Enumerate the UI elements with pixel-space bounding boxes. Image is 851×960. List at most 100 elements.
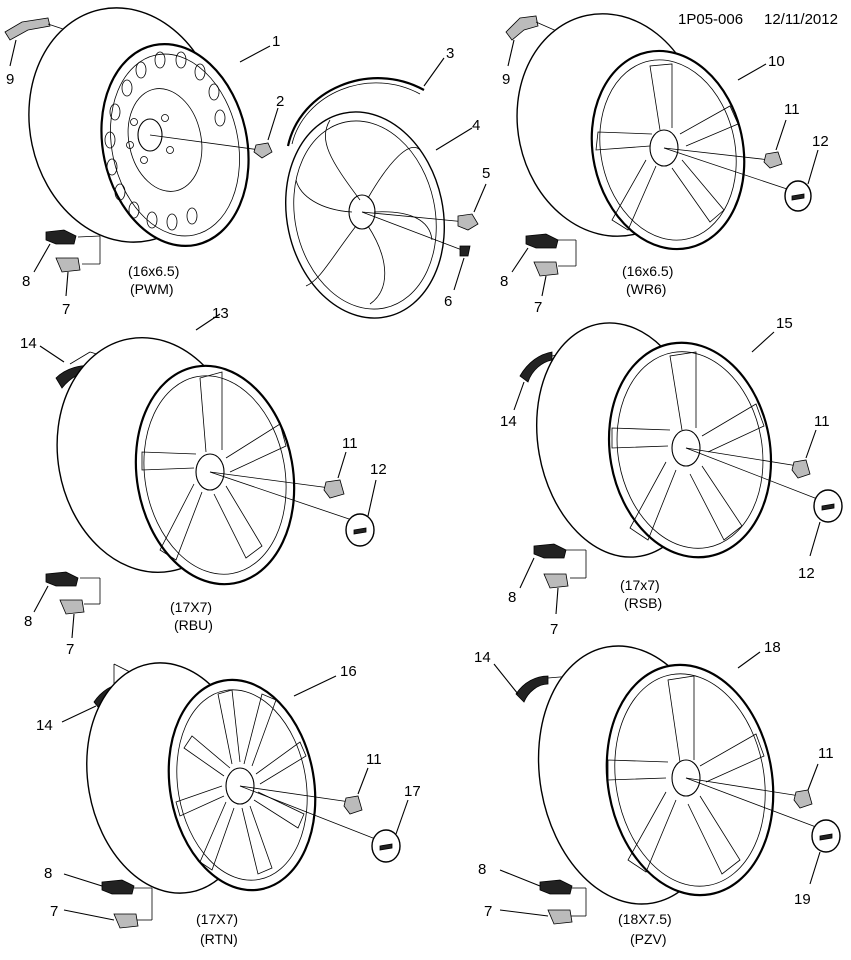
document-id: 1P05-006 [678,11,743,28]
wheel-captions: (16x6.5) (PWM) (16x6.5) (WR6) (17X7) (RB… [128,263,673,947]
weight-part-14-d [515,675,549,703]
callout-15: 15 [776,315,793,332]
callout-7-d: 7 [550,621,558,638]
callout-6: 6 [444,293,452,310]
callout-8-a: 8 [22,273,30,290]
valve-stem-part-7-b [533,261,559,277]
wheel-10-hub [649,129,679,167]
callout-12-a: 12 [812,133,829,150]
tpms-sensor-part-8 [45,229,77,245]
valve-stem-part-7-c [59,599,85,615]
lug-nut-part-5 [457,213,479,231]
wheel-13-spokes [141,371,287,561]
alloy-wheel-rbu-assembly [33,313,377,639]
trim-ring-part-3 [286,77,425,147]
callout-8-d: 8 [508,589,516,606]
callout-11-a: 11 [784,101,800,118]
wheel-15-hub [671,429,701,467]
callout-1: 1 [272,33,280,50]
lug-nut-part-11-c [791,459,811,479]
wheel-16-hub [225,767,255,805]
wheel-18-hub [671,759,701,797]
wheel-cover-assembly [284,57,487,319]
callout-7-e: 7 [50,903,58,920]
callout-8-c: 8 [24,613,32,630]
lug-nut-part-11-b [323,479,345,499]
caption-size-rbu: (17X7) [170,599,212,615]
callout-4: 4 [472,117,480,134]
valve-stem-part-7 [55,257,81,273]
alloy-wheel-wr6-assembly [505,13,819,297]
callout-14-c: 14 [36,717,53,734]
caption-size-wr6: (16x6.5) [622,263,673,279]
callout-9-b: 9 [502,71,510,88]
caption-code-rtn: (RTN) [200,931,238,947]
callout-14-b: 14 [500,413,517,430]
clip-part-6 [459,245,471,257]
callout-19: 19 [794,891,811,908]
valve-stem-part-9-b [505,15,539,41]
callout-13: 13 [212,305,229,322]
callout-11-b: 11 [342,435,358,452]
callout-7-b: 7 [534,299,542,316]
callout-8-e: 8 [44,865,52,882]
alloy-wheel-rtn-assembly [61,662,409,929]
lug-nut-part-11-e [793,789,813,809]
wheel-cover-center [348,194,376,230]
wheel-18-spokes [607,675,765,875]
alloy-wheel-rsb-assembly [513,322,843,615]
wheel-1-vent-holes [104,51,226,231]
callout-7-a: 7 [62,301,70,318]
caption-size-rtn: (17X7) [196,911,238,927]
tpms-sensor-part-8-e [101,879,135,895]
document-date: 12/11/2012 [764,11,838,28]
wheel-13-hub [195,453,225,491]
callout-11-c: 11 [814,413,830,430]
caption-size-pzv: (18X7.5) [618,911,672,927]
callout-14-d: 14 [474,649,491,666]
wheel-10-spokes [595,63,739,231]
valve-stem-part-7-d [543,573,569,589]
callout-labels: 1 2 3 4 5 6 9 8 7 9 10 11 12 8 7 13 14 1… [6,33,834,920]
callout-14-a: 14 [20,335,37,352]
callout-7-f: 7 [484,903,492,920]
tpms-sensor-part-8-d [533,543,567,559]
callout-16: 16 [340,663,357,680]
callout-11-d: 11 [366,751,382,768]
tpms-sensor-part-8-b [525,233,559,249]
wheel-16-spokes [175,689,307,875]
valve-stem-part-7-e [113,913,139,929]
valve-stem-part-9 [4,17,51,41]
lug-nut-part-11-d [343,795,363,815]
caption-size-rsb: (17x7) [620,577,660,593]
callout-8-f: 8 [478,861,486,878]
callout-5: 5 [482,165,490,182]
callout-3: 3 [446,45,454,62]
lug-nut-part-11-a [763,151,783,169]
callout-18: 18 [764,639,781,656]
steel-wheel-assembly [4,7,279,297]
callout-2: 2 [276,93,284,110]
alloy-wheel-pzv-assembly [493,645,841,925]
callout-17: 17 [404,783,421,800]
caption-code-rsb: (RSB) [624,595,662,611]
caption-code-pwm: (PWM) [130,281,174,297]
callout-11-e: 11 [818,745,834,762]
callout-9-a: 9 [6,71,14,88]
lug-nut-part-2 [253,142,273,159]
wheel-15-spokes [611,351,765,541]
tpms-sensor-part-8-f [539,879,573,895]
caption-size-pwm: (16x6.5) [128,263,179,279]
wheel-cover-spokes [295,119,433,305]
callout-12-b: 12 [370,461,387,478]
callout-7-c: 7 [66,641,74,658]
caption-code-wr6: (WR6) [626,281,666,297]
callout-12-c: 12 [798,565,815,582]
caption-code-rbu: (RBU) [174,617,213,633]
valve-stem-part-7-f [547,909,573,925]
callout-8-b: 8 [500,273,508,290]
wheel-1-hub [137,118,163,152]
tpms-sensor-part-8-c [45,571,79,587]
caption-code-pzv: (PZV) [630,931,667,947]
